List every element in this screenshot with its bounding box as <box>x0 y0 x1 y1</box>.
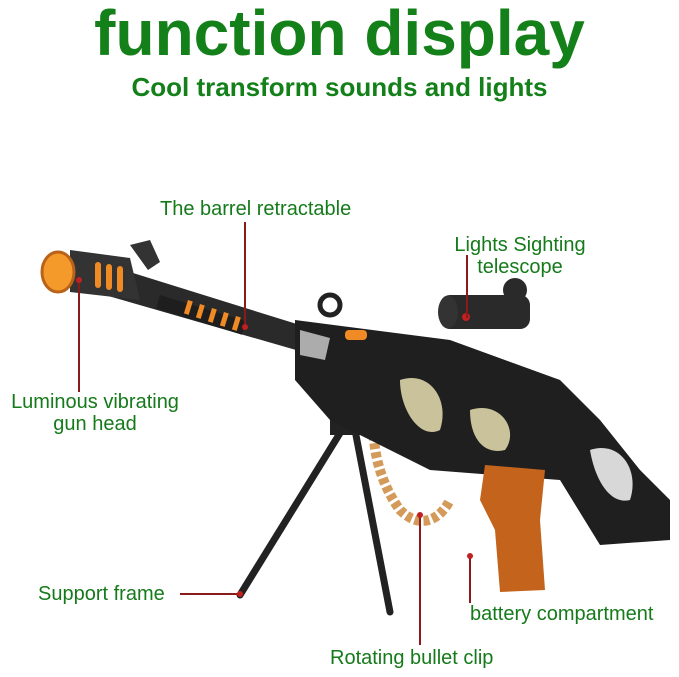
callout-telescope-line2: telescope <box>477 256 563 278</box>
callout-gun-head-line1: Luminous vibrating <box>11 391 179 413</box>
page-subtitle: Cool transform sounds and lights <box>131 72 548 102</box>
leader-lines <box>78 222 471 645</box>
callout-gun-head-line2: gun head <box>53 413 137 435</box>
callout-battery: battery compartment <box>470 603 654 625</box>
callout-barrel: The barrel retractable <box>160 198 352 220</box>
callout-telescope-line1: Lights Sighting <box>454 234 586 256</box>
battery-compartment-grip <box>480 465 545 592</box>
sighting-telescope <box>438 278 530 329</box>
luminous-gun-head <box>40 250 76 294</box>
page-title: function display <box>94 0 585 69</box>
callout-bullet-clip: Rotating bullet clip <box>330 647 494 669</box>
callout-telescope: Lights Sighting telescope <box>445 234 595 278</box>
callout-support-frame: Support frame <box>38 583 165 605</box>
gun-body <box>295 292 670 545</box>
gun-barrel <box>70 240 300 350</box>
callout-gun-head: Luminous vibrating gun head <box>0 391 190 435</box>
